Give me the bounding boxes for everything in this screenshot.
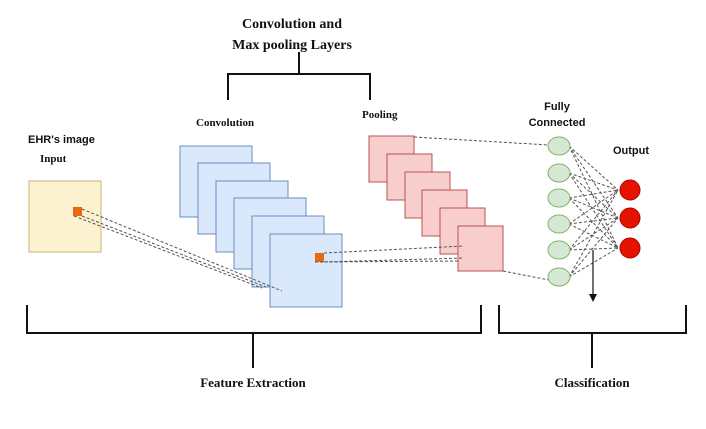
fully-connected-label-line-2: Connected [529,117,586,129]
input-to-conv-line [81,208,283,292]
output-label: Output [613,145,649,157]
fc-node [547,240,571,260]
input-label: Input [40,153,67,165]
output-node [619,179,641,201]
pool-to-fc-line [502,270,550,281]
input-image [28,180,102,253]
input-kernel [73,207,82,216]
output-node [619,207,641,229]
classification-bracket [498,305,687,368]
convolution-label: Convolution [196,117,254,129]
pooling-label: Pooling [362,109,398,121]
top-bracket [227,52,371,100]
conv-to-pool-line [323,245,465,254]
fc-node [547,188,571,208]
output-nodes [619,179,641,259]
output-node [619,237,641,259]
fc-node [547,163,571,183]
input-to-conv-line [81,215,267,288]
fc-node [547,136,571,156]
title-line-1: Convolution and [242,17,342,32]
conv-to-pool-line [323,257,465,263]
classification-label: Classification [554,375,630,390]
pool-to-fc-line [413,136,550,146]
fully-connected-label-line-1: Fully [544,101,571,113]
fully-connected-nodes [547,136,571,287]
fc-node [547,267,571,287]
pool-feature-map [457,225,504,272]
conv-to-pool-line [314,260,461,263]
pooling-feature-maps [368,135,504,272]
input-to-conv-line [73,215,263,289]
feature-extraction-bracket [26,305,482,368]
conv-kernel [315,253,324,262]
fc-output-connections [568,145,619,278]
convolution-feature-maps [179,145,343,308]
conv-feature-map [269,233,343,308]
fc-node [547,214,571,234]
feature-extraction-label: Feature Extraction [200,375,306,390]
title-line-2: Max pooling Layers [232,38,352,53]
output-arrow-head [589,294,597,302]
ehr-image-label: EHR's image [28,134,95,146]
